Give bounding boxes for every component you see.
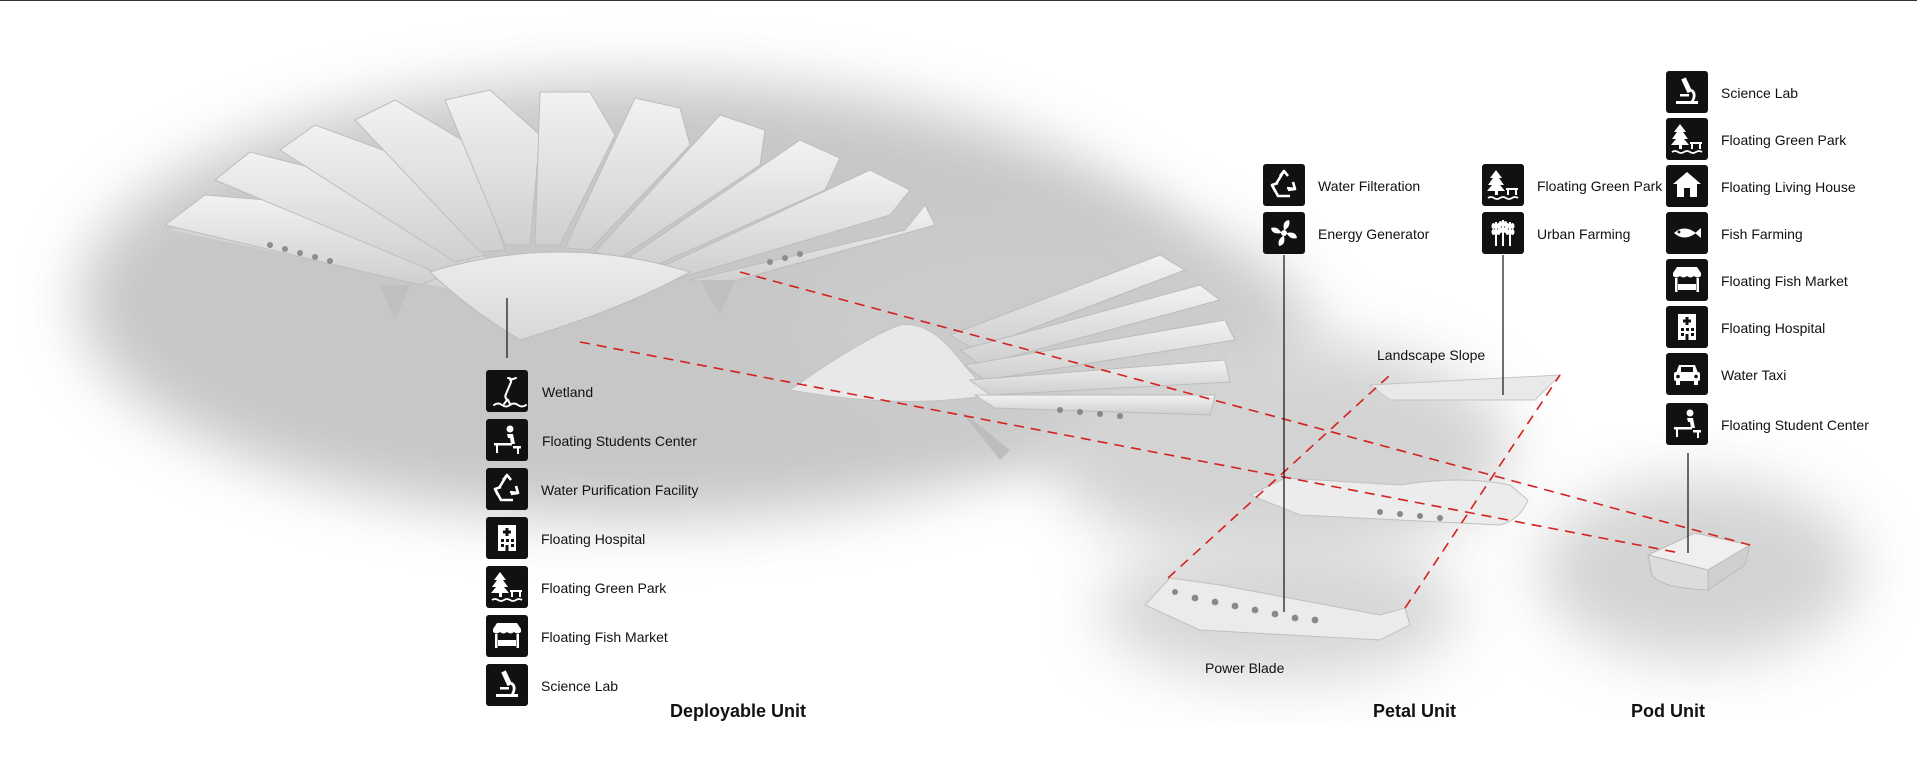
park-icon (1666, 118, 1708, 160)
fan-icon (1263, 212, 1305, 254)
deployable-item-label: Floating Green Park (541, 580, 667, 596)
pod-item-label: Floating Fish Market (1721, 273, 1848, 289)
leader-lines (506, 255, 1689, 612)
pod-item-label: Water Taxi (1721, 367, 1787, 383)
hospital-icon (486, 517, 528, 559)
pod-item-label: Floating Student Center (1721, 417, 1869, 433)
landscape-slope-label: Landscape Slope (1377, 347, 1486, 363)
deployable-item-label: Science Lab (541, 678, 619, 694)
petal-item-label: Urban Farming (1537, 226, 1631, 242)
deployable-item-label: Water Purification Facility (541, 482, 699, 498)
petal-item-label: Water Filteration (1318, 178, 1421, 194)
park-icon (1482, 164, 1524, 206)
pod-item-label: Science Lab (1721, 85, 1799, 101)
pod-unit-model (1646, 532, 1752, 591)
wheat-icon (1482, 212, 1524, 254)
microscope-icon (1666, 71, 1708, 113)
dashed-connector-lines (579, 271, 1751, 609)
market-stall-icon (486, 615, 528, 657)
pod-item-label: Floating Green Park (1721, 132, 1847, 148)
microscope-icon (486, 664, 528, 706)
power-blade-label: Power Blade (1205, 660, 1285, 676)
market-stall-icon (1666, 259, 1708, 301)
pod-unit-title: Pod Unit (1631, 701, 1705, 721)
blade-model (1248, 477, 1529, 526)
house-icon (1666, 165, 1708, 207)
deployable-unit-title: Deployable Unit (670, 701, 807, 721)
hospital-icon (1666, 306, 1708, 348)
landscape-slope-model (1368, 374, 1562, 401)
car-icon (1666, 353, 1708, 395)
petal-unit-model (788, 254, 1236, 460)
petal-item-label: Floating Green Park (1537, 178, 1663, 194)
park-icon (486, 566, 528, 608)
pod-item-label: Fish Farming (1721, 226, 1803, 242)
fish-icon (1666, 212, 1708, 254)
deployable-item-label: Floating Hospital (541, 531, 646, 547)
student-desk-icon (1666, 403, 1708, 445)
petal-unit-title: Petal Unit (1373, 701, 1457, 721)
pod-item-label: Floating Hospital (1721, 320, 1826, 336)
petal-item-label: Energy Generator (1318, 226, 1430, 242)
recycle-icon (1263, 164, 1305, 206)
deployable-item-label: Floating Fish Market (541, 629, 668, 645)
heron-icon (486, 370, 528, 412)
top-border (0, 0, 1917, 1)
pod-item-label: Floating Living House (1721, 179, 1856, 195)
student-desk-icon (486, 419, 528, 461)
deployable-item-label: Wetland (542, 384, 594, 400)
recycle-icon (486, 468, 528, 510)
deployable-unit-model (163, 89, 936, 341)
deployable-item-label: Floating Students Center (542, 433, 697, 449)
